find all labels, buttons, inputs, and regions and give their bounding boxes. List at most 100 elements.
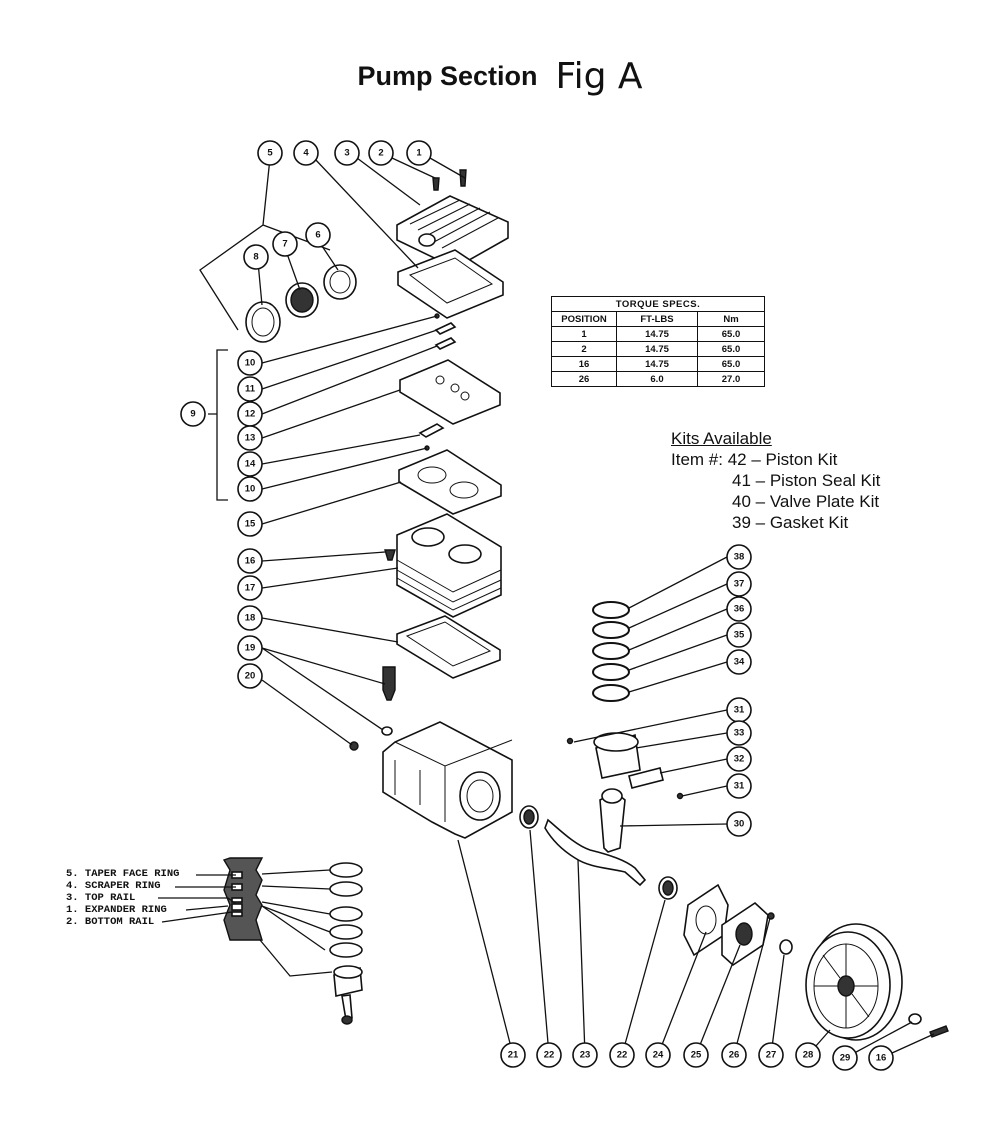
- callout-6: 6: [305, 222, 331, 248]
- callout-7: 7: [272, 231, 298, 257]
- table-cell: 26: [551, 371, 617, 387]
- callout-21: 21: [500, 1042, 526, 1068]
- kits-heading: Kits Available: [671, 429, 772, 448]
- pulley-drawing: [805, 923, 903, 1041]
- callout-1: 1: [406, 140, 432, 166]
- callout-10: 10: [237, 350, 263, 376]
- callout-number: 11: [245, 384, 256, 395]
- callout-circle: [257, 140, 283, 166]
- table-row: 1 14.75 65.0: [551, 326, 765, 342]
- callout-10: 10: [237, 476, 263, 502]
- kit-number: 42: [727, 450, 747, 469]
- callout-number: 9: [190, 409, 195, 420]
- callout-circle: [272, 231, 298, 257]
- callout-30: 30: [726, 811, 752, 837]
- callout-circle: [180, 401, 206, 427]
- callout-25: 25: [683, 1042, 709, 1068]
- leader-lines: [199, 157, 935, 1059]
- callout-circle: [237, 476, 263, 502]
- torque-header-ftlbs: FT-LBS: [616, 311, 698, 327]
- kit-number: 39: [732, 513, 751, 532]
- kit-number: 40: [732, 492, 751, 511]
- callout-31: 31: [726, 773, 752, 799]
- callout-number: 32: [734, 754, 745, 765]
- callout-circle: [237, 425, 263, 451]
- table-row: 26 6.0 27.0: [551, 371, 765, 387]
- callout-circle: [726, 649, 752, 675]
- callout-36: 36: [726, 596, 752, 622]
- callout-circle: [237, 511, 263, 537]
- callout-28: 28: [795, 1042, 821, 1068]
- callout-22: 22: [536, 1042, 562, 1068]
- callout-circle: [645, 1042, 671, 1068]
- cylinder-drawing: [384, 513, 502, 618]
- callout-number: 4: [303, 148, 309, 159]
- callout-circle: [726, 571, 752, 597]
- callout-circle: [237, 350, 263, 376]
- callouts: 1234567891011121314101516171819203837363…: [180, 140, 894, 1071]
- callout-number: 35: [734, 630, 745, 641]
- kit-prefix: Item #:: [671, 450, 723, 469]
- callout-number: 20: [245, 671, 256, 682]
- callout-15: 15: [237, 511, 263, 537]
- table-row: 16 14.75 65.0: [551, 356, 765, 372]
- kit-item: 41 – Piston Seal Kit: [732, 471, 881, 490]
- callout-number: 34: [734, 657, 745, 668]
- callout-circle: [726, 720, 752, 746]
- kit-item: 40 – Valve Plate Kit: [732, 492, 880, 511]
- callout-circle: [237, 451, 263, 477]
- callout-number: 30: [734, 819, 745, 830]
- callout-number: 14: [245, 459, 256, 470]
- callout-17: 17: [237, 575, 263, 601]
- callout-12: 12: [237, 401, 263, 427]
- ring-label: 3. TOP RAIL: [66, 892, 136, 904]
- callout-circle: [406, 140, 432, 166]
- table-cell: 65.0: [697, 326, 765, 342]
- callout-circle: [721, 1042, 747, 1068]
- head-gasket-drawing: [397, 249, 504, 319]
- callout-32: 32: [726, 746, 752, 772]
- callout-number: 37: [734, 579, 745, 590]
- callout-number: 26: [729, 1050, 740, 1061]
- ring-cutaway-inset: [158, 857, 363, 1025]
- figure-title-fig: Fig A: [555, 56, 643, 97]
- callout-circle: [237, 548, 263, 574]
- callout-number: 36: [734, 604, 745, 615]
- callout-number: 15: [245, 519, 256, 530]
- callout-circle: [832, 1045, 858, 1071]
- callout-number: 16: [245, 556, 256, 567]
- ring-label: 5. TAPER FACE RING: [66, 868, 180, 880]
- callout-number: 19: [245, 643, 256, 654]
- callout-circle: [868, 1045, 894, 1071]
- callout-number: 3: [344, 148, 349, 159]
- torque-table-caption: TORQUE SPECS.: [551, 296, 765, 312]
- callout-number: 12: [245, 409, 256, 420]
- figure-title-main: Pump Section: [357, 61, 538, 91]
- callout-37: 37: [726, 571, 752, 597]
- table-row: 2 14.75 65.0: [551, 341, 765, 357]
- table-cell: 14.75: [616, 341, 698, 357]
- table-cell: 65.0: [697, 356, 765, 372]
- callout-31: 31: [726, 697, 752, 723]
- callout-34: 34: [726, 649, 752, 675]
- kit-name: Gasket Kit: [769, 513, 849, 532]
- kit-name: Valve Plate Kit: [769, 492, 880, 511]
- table-cell: 2: [551, 341, 617, 357]
- callout-number: 38: [734, 552, 745, 563]
- callout-circle: [726, 773, 752, 799]
- callout-circle: [726, 544, 752, 570]
- table-cell: 16: [551, 356, 617, 372]
- callout-circle: [237, 575, 263, 601]
- callout-number: 16: [876, 1053, 887, 1064]
- callout-number: 27: [766, 1050, 777, 1061]
- kit-item: Item #: 42 – Piston Kit: [671, 450, 838, 469]
- kits-available: Kits Available Item #: 42 – Piston Kit 4…: [671, 428, 880, 533]
- callout-20: 20: [237, 663, 263, 689]
- figure-title: Pump Section Fig A: [0, 56, 1000, 97]
- callout-number: 31: [734, 705, 745, 716]
- callout-13: 13: [237, 425, 263, 451]
- callout-number: 22: [544, 1050, 555, 1061]
- callout-number: 5: [267, 148, 273, 159]
- callout-circle: [305, 222, 331, 248]
